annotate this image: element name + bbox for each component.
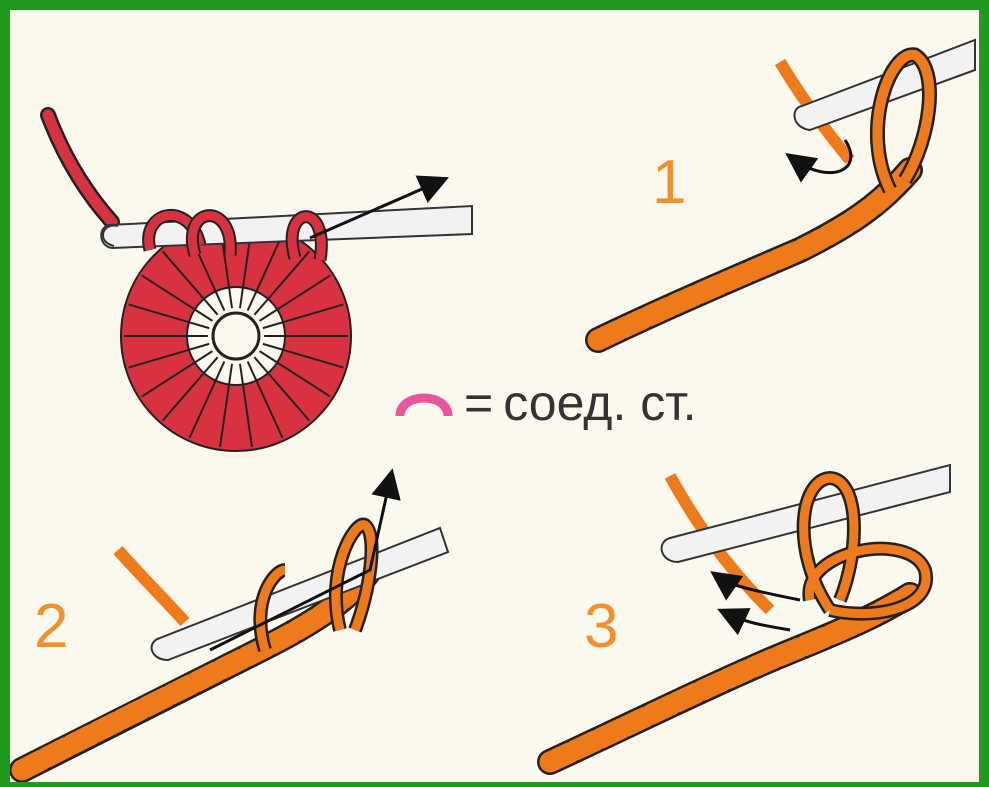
step-2-illustration <box>22 480 448 770</box>
step-2-yarn-tail <box>118 550 185 622</box>
step-3-arrow-2 <box>728 614 790 630</box>
legend-label: соед. ст. <box>503 378 696 428</box>
step-number-2: 2 <box>34 596 68 658</box>
step-number-1: 1 <box>652 152 686 214</box>
legend: = соед. ст. <box>394 378 697 428</box>
step-number-3: 3 <box>584 596 618 658</box>
diagram-frame: 1 2 3 = соед. ст. <box>10 10 979 782</box>
step-1-chain <box>598 170 910 340</box>
slip-stitch-arc-icon <box>394 386 454 420</box>
legend-equals: = <box>464 378 493 428</box>
